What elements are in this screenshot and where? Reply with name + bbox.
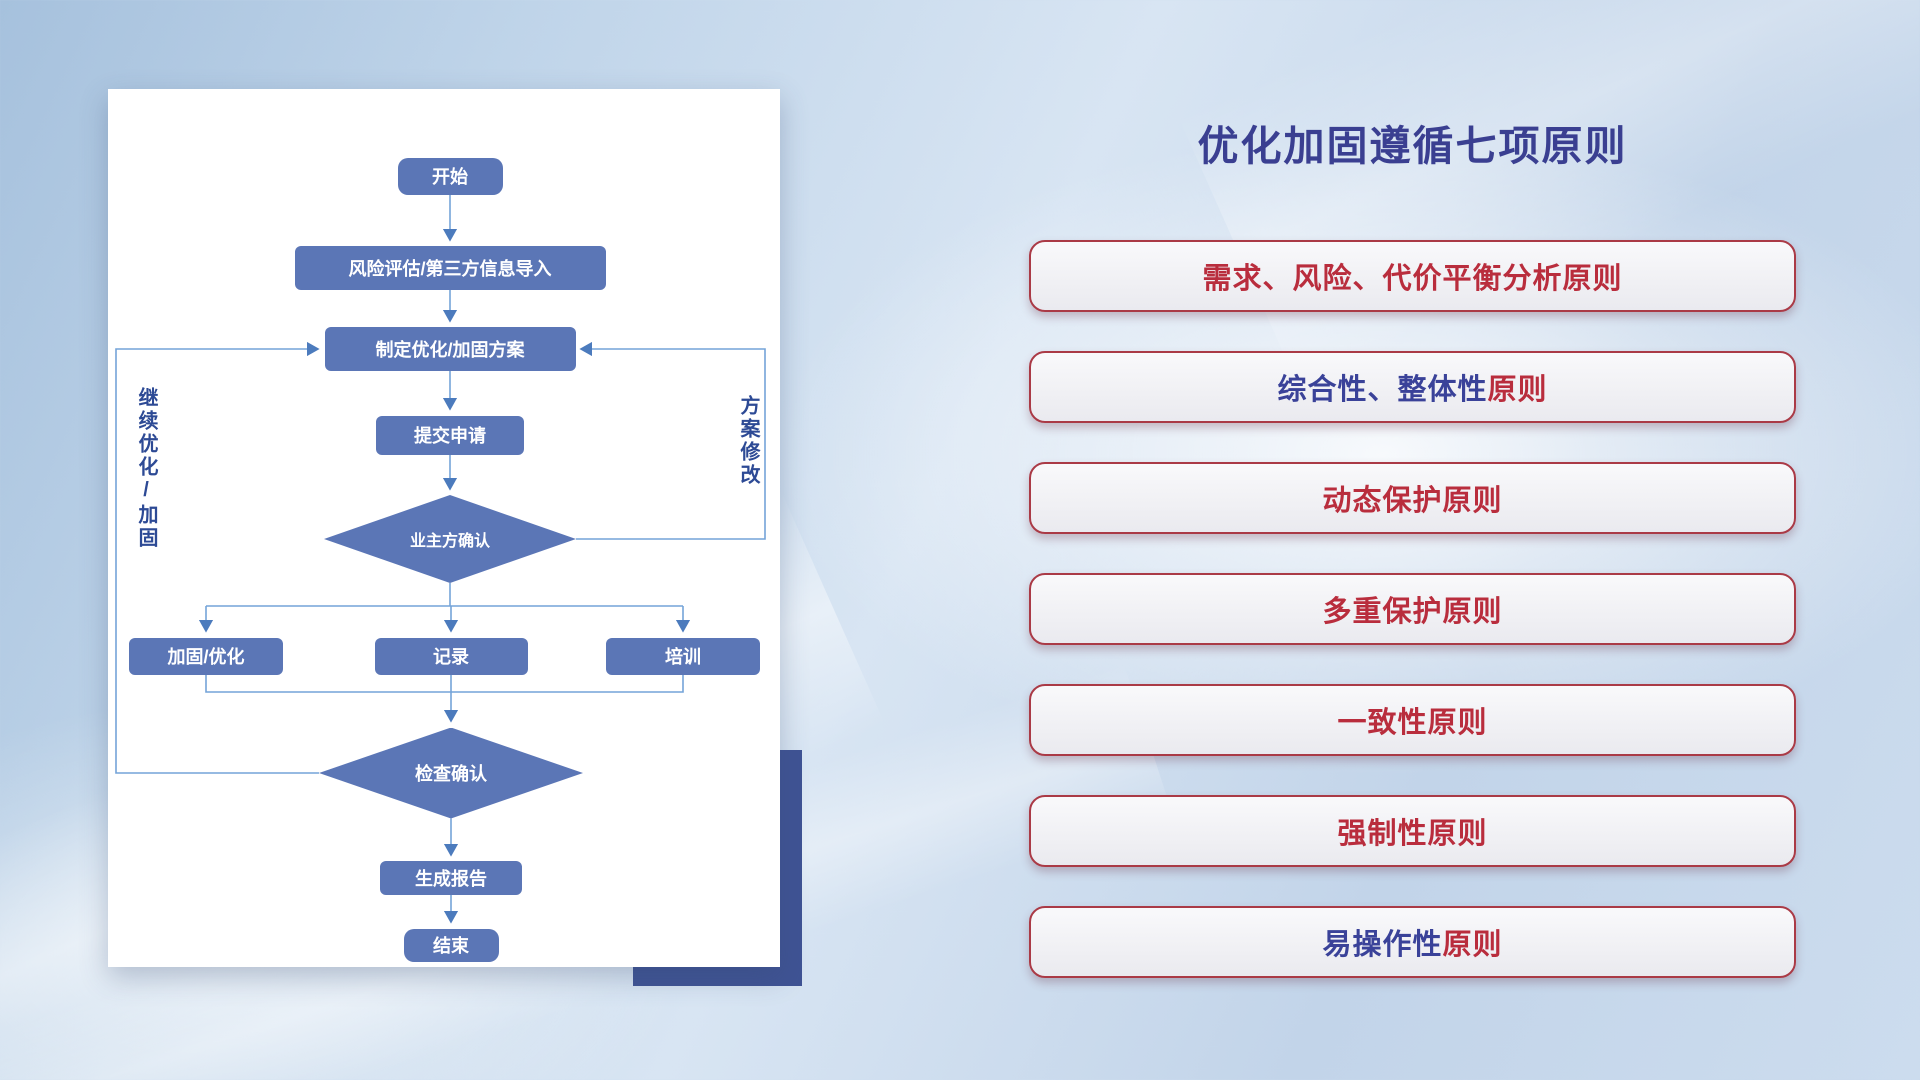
principle-box-6: 强制性原则 <box>1029 795 1796 867</box>
principle-box-5: 一致性原则 <box>1029 684 1796 756</box>
principle-box-2: 综合性、整体性原则 <box>1029 351 1796 423</box>
principle-box-4: 多重保护原则 <box>1029 573 1796 645</box>
principle-box-3: 动态保护原则 <box>1029 462 1796 534</box>
flow-connectors <box>115 195 766 924</box>
flow-node-training: 培训 <box>606 637 760 675</box>
flow-node-reinforce: 加固/优化 <box>129 637 283 675</box>
flow-loop-label-continue-optimize: 继续优化/加固 <box>135 387 157 550</box>
principle-box-7: 易操作性原则 <box>1029 906 1796 978</box>
principle-text: 一致性原则 <box>1337 707 1488 739</box>
principle-box-1: 需求、风险、代价平衡分析原则 <box>1029 240 1796 312</box>
principle-text: 综合性、整体性原则 <box>1277 374 1548 406</box>
principle-text: 易操作性原则 <box>1322 929 1503 961</box>
page-title: 优化加固遵循七项原则 <box>1197 123 1628 169</box>
principle-text: 强制性原则 <box>1337 818 1488 850</box>
flow-loop-label-plan-modify: 方案修改 <box>737 395 759 487</box>
flow-node-record: 记录 <box>374 637 528 675</box>
principle-text: 多重保护原则 <box>1322 596 1503 628</box>
flowchart-card: 开始 风险评估/第三方信息导入 制定优化/加固方案 提交申请 业主方确认 加固/… <box>108 89 780 967</box>
flow-node-report: 生成报告 <box>380 861 522 895</box>
background-streak <box>1177 0 1920 391</box>
flow-node-start: 开始 <box>397 157 503 195</box>
flow-node-make-plan: 制定优化/加固方案 <box>324 327 576 371</box>
principle-text: 需求、风险、代价平衡分析原则 <box>1202 263 1623 295</box>
principle-text: 动态保护原则 <box>1322 485 1503 517</box>
flow-node-submit: 提交申请 <box>376 415 524 455</box>
flow-node-end: 结束 <box>403 928 499 962</box>
flow-node-risk-import: 风险评估/第三方信息导入 <box>294 246 606 290</box>
